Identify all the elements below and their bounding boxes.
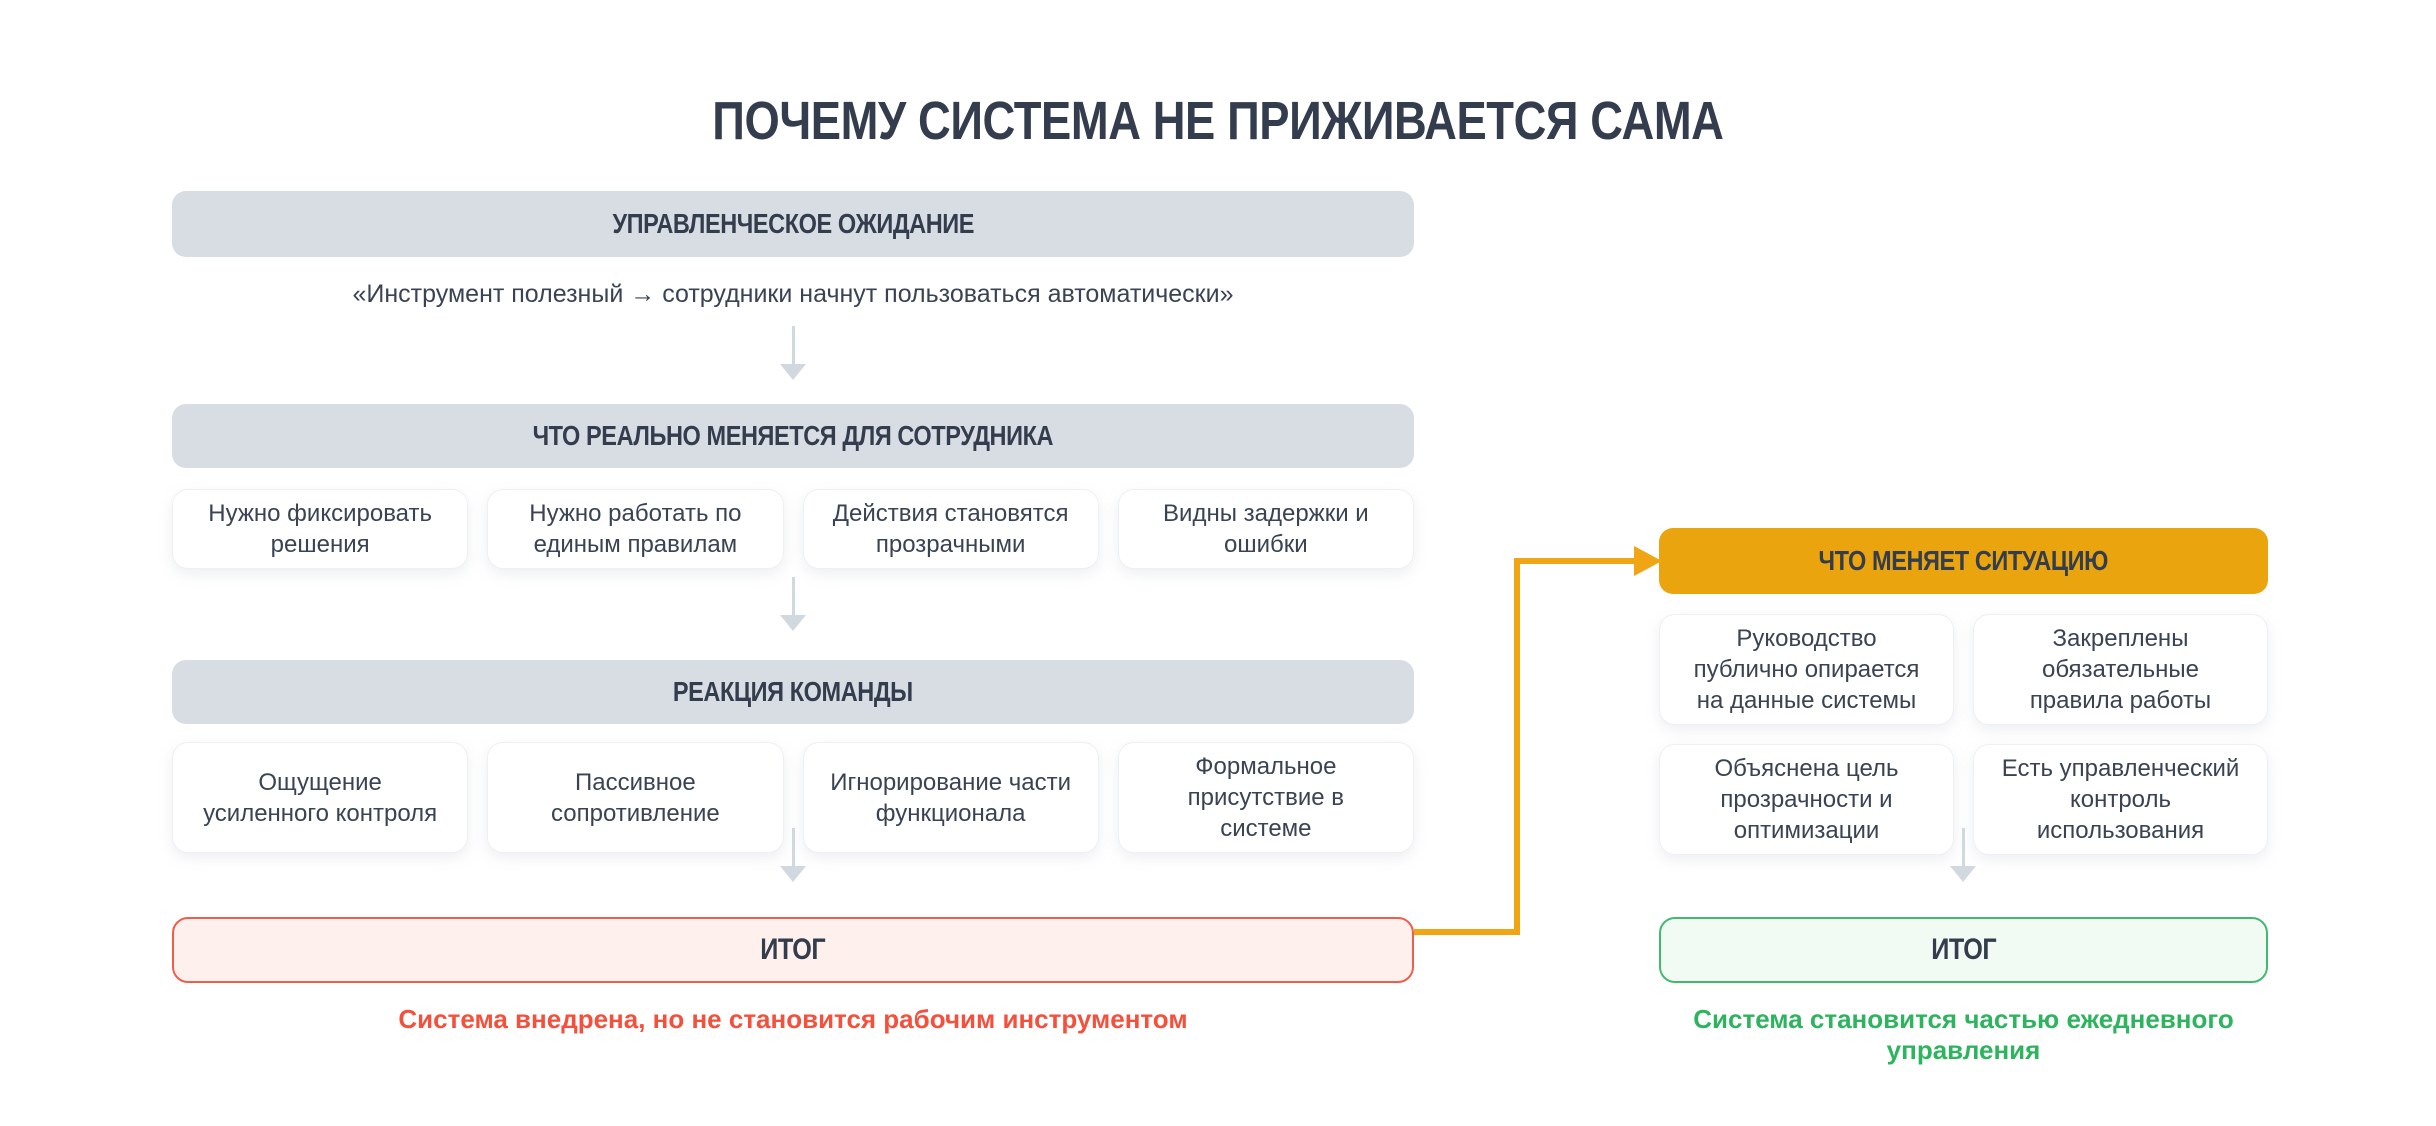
solution-card: Руководство публично опирается на данные… — [1659, 614, 1954, 725]
section-header-expectation-label: УПРАВЛЕНЧЕСКОЕ ОЖИДАНИЕ — [612, 208, 974, 239]
change-card: Нужно фиксировать решения — [172, 489, 469, 569]
solution-card-grid: Руководство публично опирается на данные… — [1659, 614, 2268, 855]
reaction-card-row: Ощущение усиленного контроля Пассивное с… — [172, 742, 1414, 853]
change-card: Видны задержки и ошибки — [1117, 489, 1414, 569]
page-title: ПОЧЕМУ СИСТЕМА НЕ ПРИЖИВАЕТСЯ САМА — [0, 90, 2436, 152]
down-arrow-stem — [1961, 828, 1965, 866]
down-arrow-stem — [791, 577, 795, 615]
down-arrow-head — [780, 364, 806, 380]
section-header-reaction: РЕАКЦИЯ КОМАНДЫ — [172, 660, 1414, 724]
positive-result-label: ИТОГ — [1930, 933, 1997, 966]
down-arrow-head — [780, 866, 806, 882]
solution-card: Закреплены обязательные правила работы — [1973, 614, 2268, 725]
solution-card: Есть управленческий контроль использован… — [1973, 744, 2268, 855]
down-arrow-icon — [780, 577, 806, 631]
change-card: Действия становятся прозрачными — [802, 489, 1099, 569]
down-arrow-icon — [780, 326, 806, 380]
reaction-card: Ощущение усиленного контроля — [172, 742, 469, 853]
connector-arrow-head — [1634, 546, 1662, 576]
section-header-expectation: УПРАВЛЕНЧЕСКОЕ ОЖИДАНИЕ — [172, 191, 1414, 257]
connector-arrow-icon — [1414, 546, 1662, 935]
section-header-changes-label: ЧТО РЕАЛЬНО МЕНЯЕТСЯ ДЛЯ СОТРУДНИКА — [532, 420, 1054, 451]
solution-card: Объяснена цель прозрачности и оптимизаци… — [1659, 744, 1954, 855]
positive-result-note: Система становится частью ежедневного уп… — [1693, 1004, 2234, 1065]
negative-result-bar: ИТОГ — [172, 917, 1414, 983]
down-arrow-stem — [791, 828, 795, 866]
change-card: Нужно работать по единым правилам — [487, 489, 784, 569]
reaction-card: Формальное присутствие в системе — [1117, 742, 1414, 853]
down-arrow-head — [1950, 866, 1976, 882]
reaction-card: Игнорирование части функционала — [802, 742, 1099, 853]
negative-result-note: Система внедрена, но не становится рабоч… — [398, 1004, 1188, 1034]
section-header-reaction-label: РЕАКЦИЯ КОМАНДЫ — [673, 676, 913, 707]
page-title-text: ПОЧЕМУ СИСТЕМА НЕ ПРИЖИВАЕТСЯ САМА — [712, 91, 1724, 151]
down-arrow-head — [780, 615, 806, 631]
changes-card-row: Нужно фиксировать решения Нужно работать… — [172, 489, 1414, 569]
section-header-changes: ЧТО РЕАЛЬНО МЕНЯЕТСЯ ДЛЯ СОТРУДНИКА — [172, 404, 1414, 468]
section-header-solution-label: ЧТО МЕНЯЕТ СИТУАЦИЮ — [1818, 545, 2109, 576]
connector-arrow-line — [1414, 558, 1636, 935]
down-arrow-stem — [791, 326, 795, 364]
expectation-quote: «Инструмент полезный → сотрудники начнут… — [352, 280, 1234, 308]
section-header-solution: ЧТО МЕНЯЕТ СИТУАЦИЮ — [1659, 528, 2268, 594]
negative-result-label: ИТОГ — [760, 933, 826, 966]
down-arrow-icon — [1950, 828, 1976, 882]
positive-result-bar: ИТОГ — [1659, 917, 2268, 983]
reaction-card: Пассивное сопротивление — [487, 742, 784, 853]
down-arrow-icon — [780, 828, 806, 882]
